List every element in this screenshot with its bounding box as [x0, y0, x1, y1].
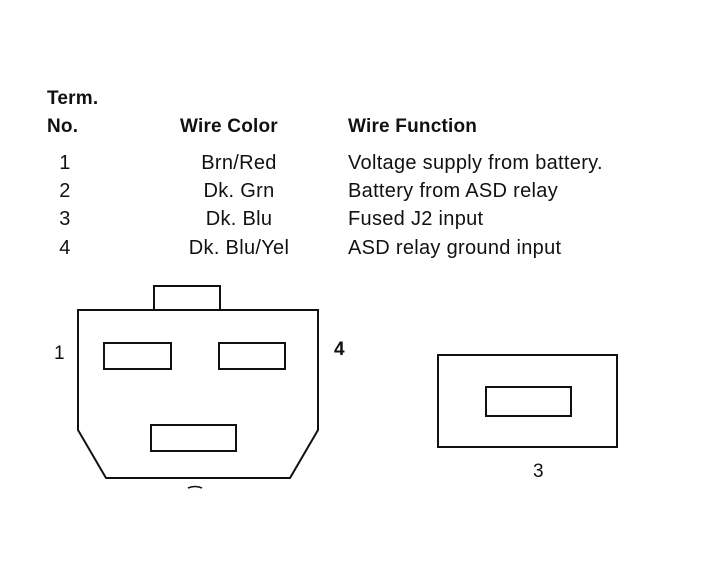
wire-function: Battery from ASD relay — [348, 180, 558, 202]
header-wire-function: Wire Function — [348, 116, 478, 137]
header-term: Term. — [47, 88, 99, 109]
wire-function: Fused J2 input — [348, 208, 484, 230]
wire-function: Voltage supply from battery. — [348, 152, 603, 174]
term-number: 2 — [59, 180, 71, 202]
header-wire-color: Wire Color — [180, 116, 278, 137]
right-connector-body — [437, 354, 618, 448]
right-connector-cavity-3 — [485, 386, 572, 417]
wire-color: Dk. Blu/Yel — [188, 237, 290, 259]
term-number: 3 — [59, 208, 71, 230]
term-number: 1 — [59, 152, 71, 174]
pin-label-4: 4 — [334, 339, 345, 360]
header-no: No. — [47, 116, 79, 137]
pin-label-1: 1 — [54, 343, 65, 364]
wire-color: Brn/Red — [201, 152, 277, 174]
term-number: 4 — [59, 237, 71, 259]
left-connector-cavity-bottom — [150, 424, 237, 452]
wire-color: Dk. Blu — [205, 208, 273, 230]
left-connector-bottom-mark — [187, 485, 203, 489]
left-connector-body — [77, 309, 319, 479]
wire-color: Dk. Grn — [203, 180, 275, 202]
pin-label-3: 3 — [533, 461, 544, 482]
left-connector-cavity-4 — [218, 342, 286, 370]
wire-function: ASD relay ground input — [348, 237, 562, 259]
left-connector-tab — [153, 285, 221, 311]
left-connector-cavity-1 — [103, 342, 172, 370]
